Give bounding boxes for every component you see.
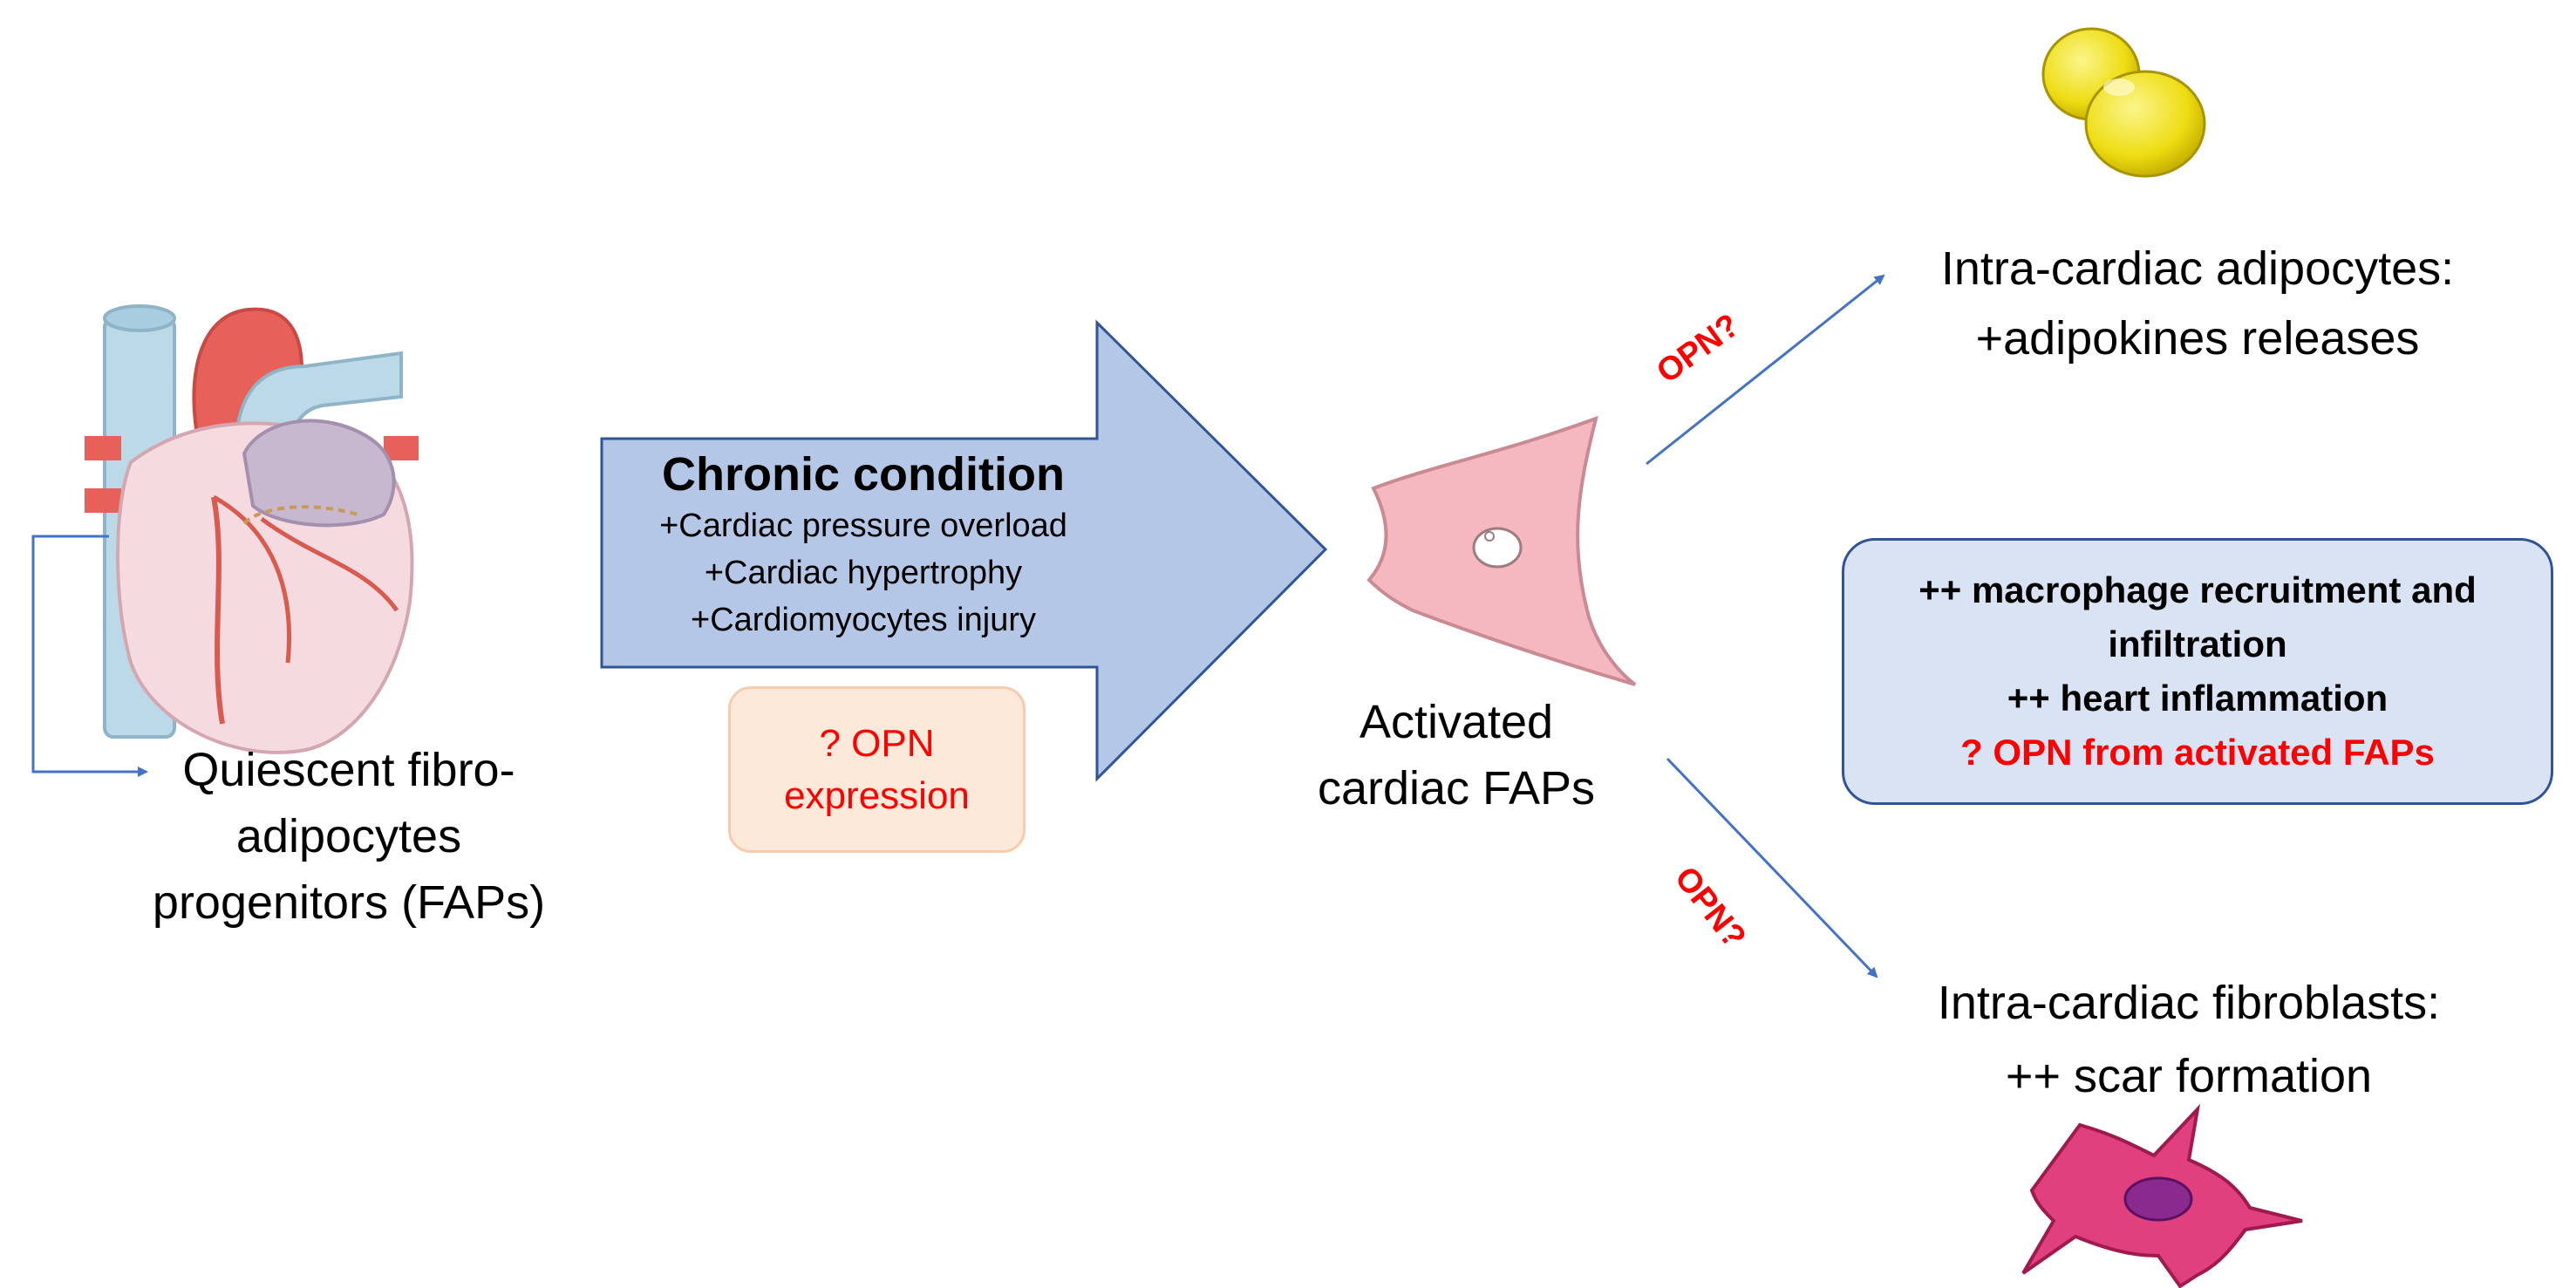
- chronic-condition-arrow: [600, 319, 1328, 782]
- opn-expression-box: ? OPN expression: [728, 686, 1026, 853]
- adipocytes-label: Intra-cardiac adipocytes: +adipokines re…: [1940, 242, 2455, 365]
- opn-highlight-line: ? OPN from activated FAPs: [1960, 732, 2435, 773]
- quiescent-faps-label: Quiescent fibro- adipocytes progenitors …: [152, 744, 546, 929]
- macrophage-line: infiltration: [2108, 624, 2287, 664]
- arrow-to-adipocytes: [1646, 274, 1885, 466]
- adipocyte-icon: [2041, 27, 2206, 178]
- arrow-to-fibroblasts: [1666, 757, 1878, 978]
- chronic-line: +Cardiac pressure overload: [659, 508, 1067, 544]
- heart-illustration: [85, 304, 419, 754]
- chronic-condition-text: Chronic condition +Cardiac pressure over…: [602, 446, 1125, 644]
- fibroblast-icon: [2021, 1103, 2303, 1288]
- macrophage-inflammation-box: ++ macrophage recruitment and infiltrati…: [1842, 538, 2553, 805]
- chronic-line: +Cardiac hypertrophy: [704, 555, 1023, 591]
- activated-fap-cell-icon: [1366, 415, 1637, 686]
- macrophage-line: ++ heart inflammation: [2007, 678, 2389, 719]
- activated-faps-label: Activated cardiac FAPs: [1317, 696, 1596, 814]
- heart-to-fap-connector: [31, 535, 148, 777]
- macrophage-line: ++ macrophage recruitment and: [1918, 569, 2477, 610]
- chronic-line: +Cardiomyocytes injury: [691, 602, 1036, 638]
- fibroblasts-label: Intra-cardiac fibroblasts: ++ scar forma…: [1937, 977, 2441, 1102]
- chronic-condition-title: Chronic condition: [662, 448, 1065, 501]
